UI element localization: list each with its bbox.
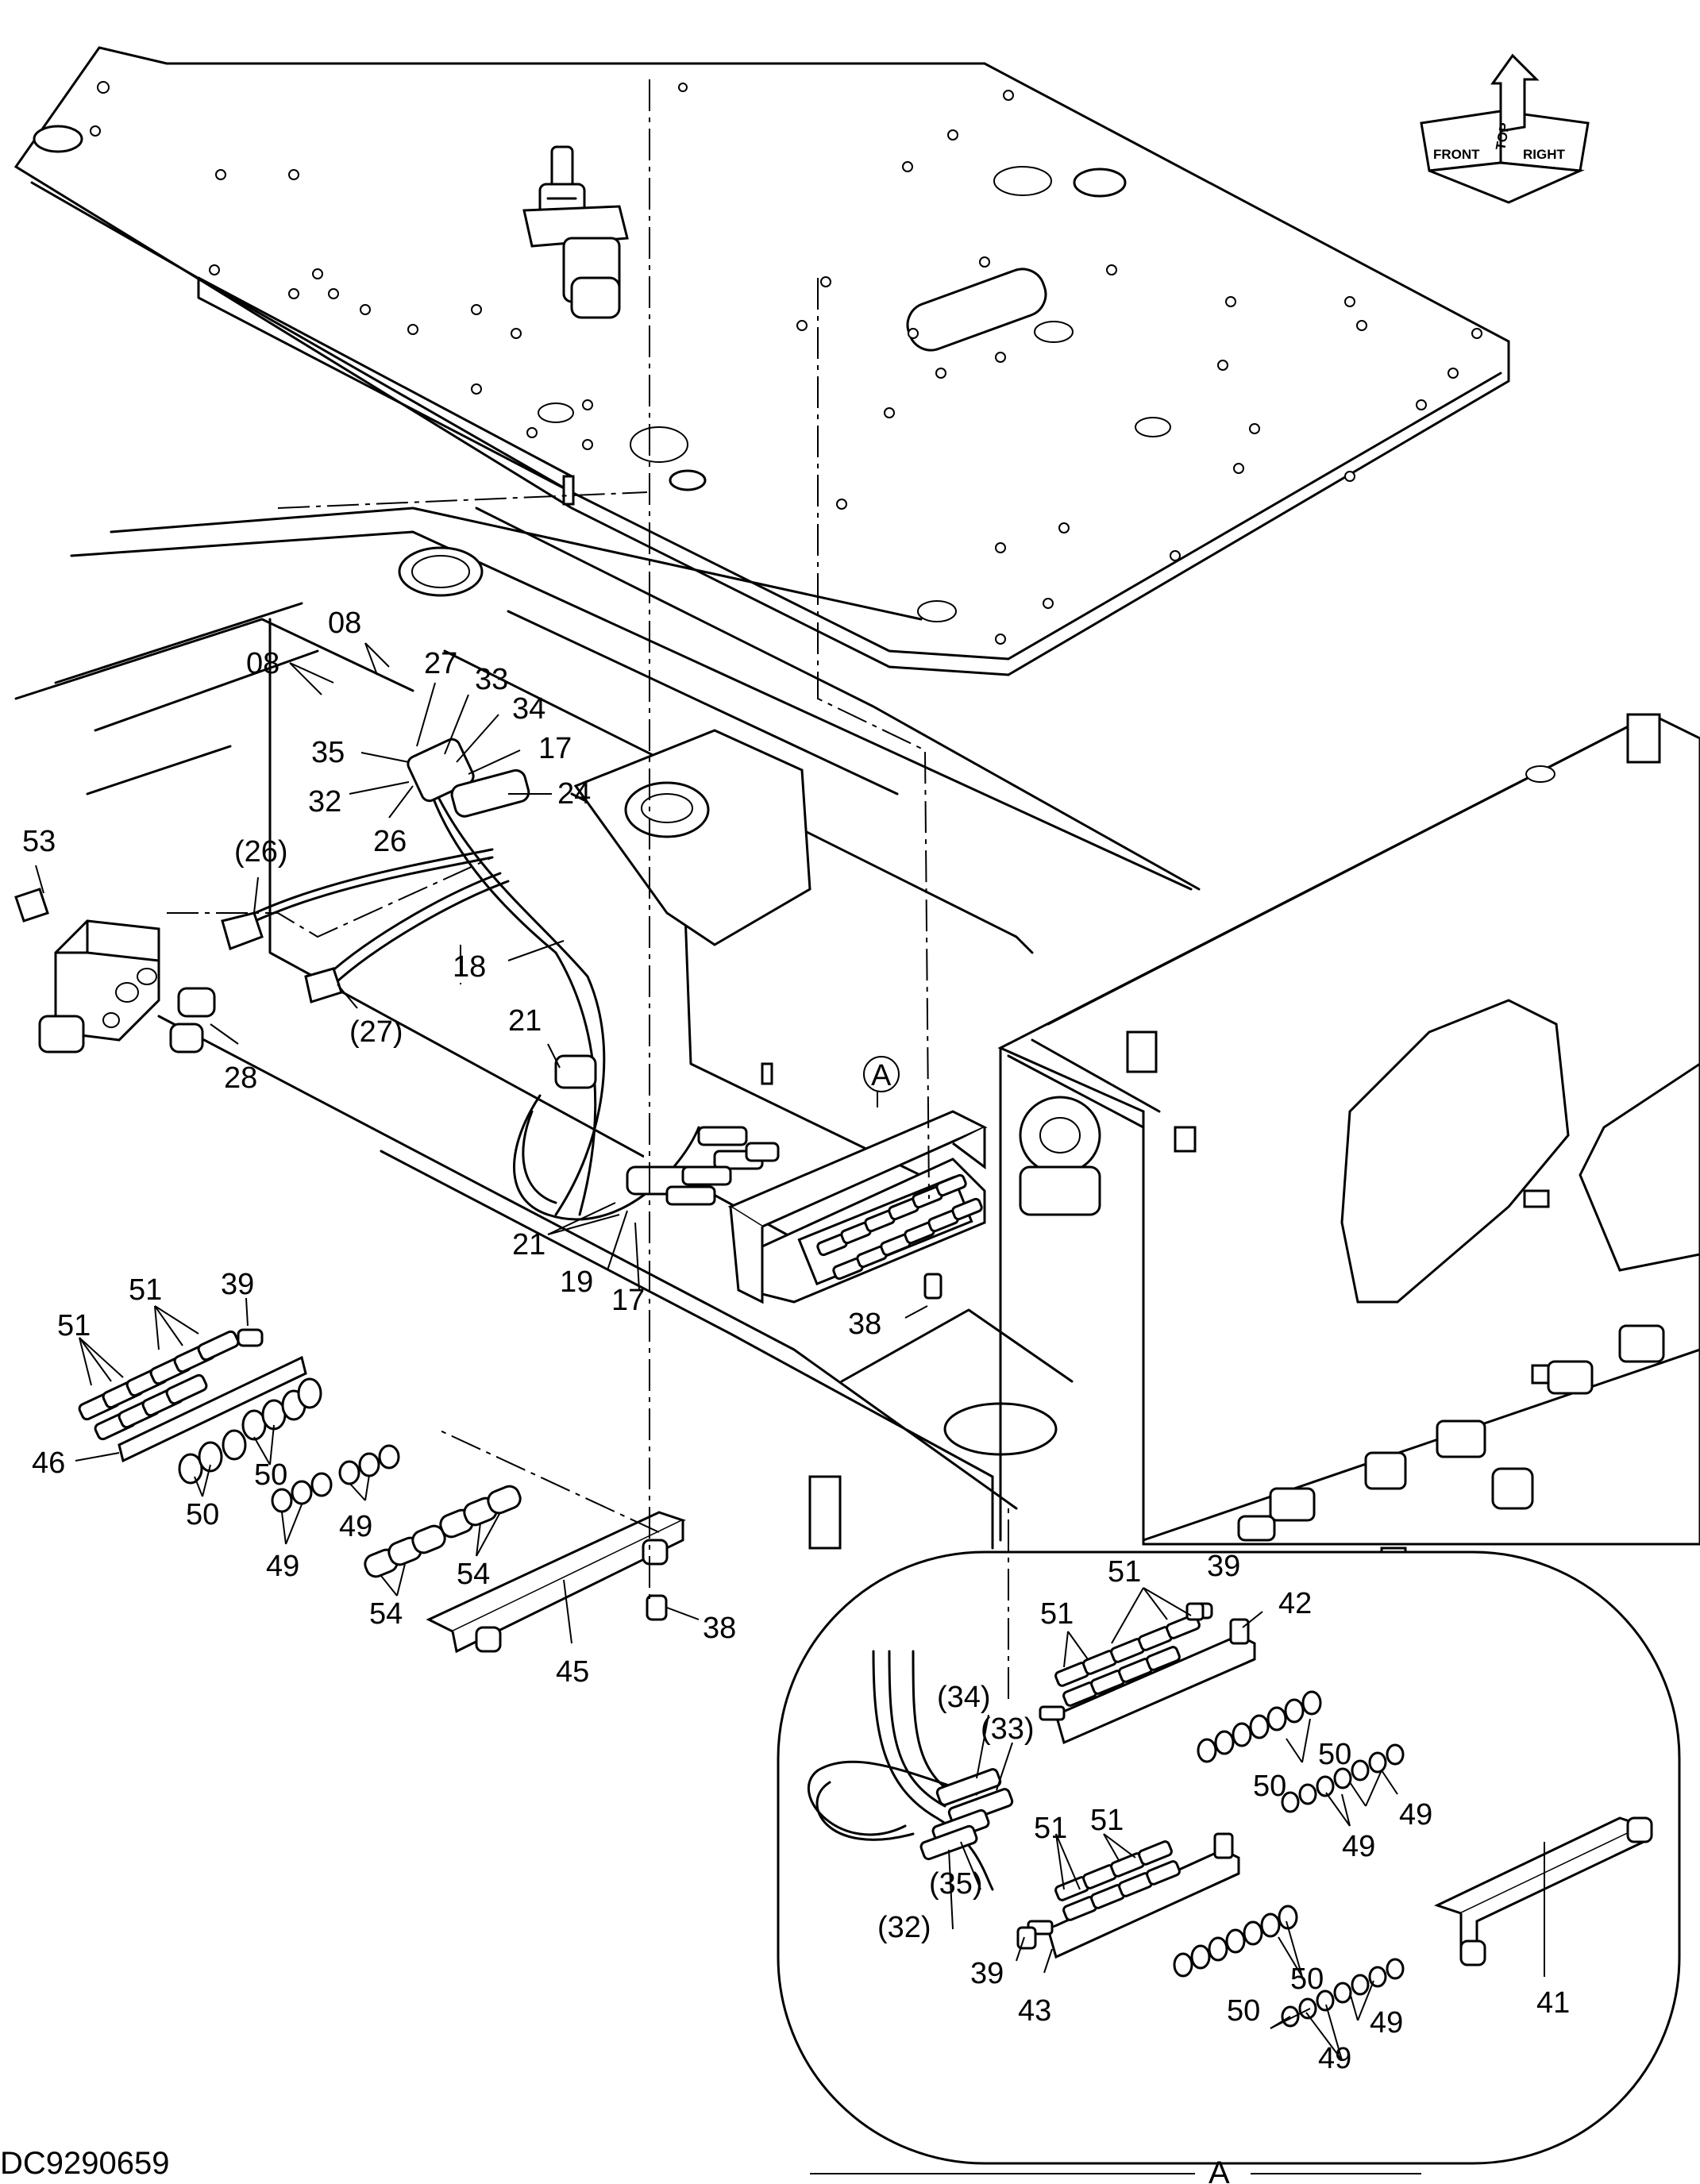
callout-54: 54 — [369, 1597, 403, 1631]
callout-08: 08 — [328, 607, 361, 640]
pilot-switch-assembly — [522, 145, 629, 319]
callout-42: 42 — [1278, 1587, 1312, 1620]
badge-right-label: RIGHT — [1523, 147, 1566, 162]
callout-49: 49 — [266, 1550, 299, 1583]
callout-26: 26 — [373, 825, 407, 858]
callout-39: 39 — [1207, 1550, 1240, 1583]
plugs-54 — [364, 1485, 522, 1578]
detail-hose-loop — [807, 1650, 1014, 1891]
seals-50 — [178, 1377, 322, 1485]
callout-50: 50 — [1290, 1963, 1324, 1996]
detail-fittings-lower — [1054, 1840, 1181, 1921]
callout-49: 49 — [1370, 2006, 1403, 2040]
callout-28: 28 — [224, 1061, 257, 1095]
callout-49: 49 — [339, 1510, 372, 1543]
console-box — [997, 713, 1700, 1567]
detail-a-caption-letter: A — [1209, 2155, 1230, 2184]
callout-54: 54 — [457, 1558, 490, 1591]
hose-bundle — [221, 738, 780, 1221]
orientation-badge: FRONT TOP RIGHT — [1420, 53, 1590, 204]
detail-nuts-lower — [1281, 1958, 1405, 2028]
callout-41: 41 — [1536, 1986, 1570, 2020]
bracket-assembly-A — [727, 1110, 988, 1304]
callout-21: 21 — [508, 1004, 542, 1038]
callout-39: 39 — [221, 1268, 254, 1301]
callout-43: 43 — [1018, 1994, 1051, 2028]
detail-bracket-42 — [1039, 1618, 1256, 1745]
callout-26-ref: (26) — [234, 835, 288, 869]
leader-lines — [35, 642, 1545, 2061]
callout-35-ref: (35) — [929, 1867, 983, 1901]
plate-mounting-holes — [90, 81, 1482, 645]
detail-seals-upper — [1197, 1690, 1322, 1763]
callout-17: 17 — [611, 1284, 645, 1317]
callout-53: 53 — [22, 825, 56, 858]
drawing-code: DC9290659 — [0, 2146, 170, 2181]
callout-51: 51 — [1090, 1804, 1124, 1837]
callout-18: 18 — [453, 950, 486, 984]
callout-17: 17 — [538, 732, 572, 765]
callout-49: 49 — [1399, 1798, 1432, 1832]
detail-nuts-upper — [1281, 1743, 1405, 1813]
callout-27: 27 — [424, 647, 457, 680]
nuts-49 — [271, 1444, 400, 1513]
detail-cover-41 — [1434, 1816, 1653, 1966]
callout-50: 50 — [1253, 1770, 1286, 1803]
badge-front-label: FRONT — [1433, 147, 1480, 162]
detail-bracket-43 — [1027, 1832, 1240, 1959]
detail-a-caption: A — [810, 2155, 1421, 2184]
callout-51: 51 — [57, 1309, 91, 1342]
callout-35: 35 — [311, 736, 345, 769]
main-frame — [14, 507, 1410, 1550]
detail-fittings-upper — [1054, 1602, 1213, 1707]
callout-51: 51 — [1034, 1812, 1067, 1845]
detail-a-marker: A — [871, 1059, 892, 1092]
exploded-plate-46 — [78, 1328, 686, 1654]
callout-38: 38 — [848, 1308, 881, 1341]
callout-50: 50 — [1318, 1738, 1351, 1771]
fittings-51 — [78, 1328, 264, 1441]
callout-24: 24 — [557, 777, 591, 811]
callout-50: 50 — [1227, 1994, 1260, 2028]
floor-plate — [13, 46, 1510, 676]
callout-51: 51 — [1108, 1555, 1141, 1589]
callout-33: 33 — [475, 663, 508, 696]
callout-50: 50 — [186, 1498, 219, 1531]
callout-46: 46 — [32, 1446, 65, 1480]
callout-34-ref: (34) — [937, 1681, 991, 1714]
detail-seals-lower — [1173, 1905, 1298, 1978]
part-callouts: 08 08 27 33 34 35 17 32 26 24 53 (26) 18… — [22, 607, 1570, 2075]
callout-19: 19 — [560, 1265, 593, 1299]
callout-39: 39 — [970, 1957, 1004, 1990]
fitting-row — [816, 1173, 983, 1281]
callout-45: 45 — [556, 1655, 589, 1689]
hydraulic-block — [1142, 1324, 1700, 1546]
callout-34: 34 — [512, 692, 545, 726]
callout-38: 38 — [703, 1612, 736, 1645]
callout-32: 32 — [308, 785, 341, 819]
callout-50: 50 — [254, 1458, 287, 1492]
callout-21: 21 — [512, 1228, 545, 1261]
callout-49: 49 — [1318, 2042, 1351, 2075]
manifold-block — [14, 888, 216, 1053]
hose-end-fittings — [665, 1126, 780, 1206]
callout-51: 51 — [129, 1273, 162, 1307]
callout-49: 49 — [1342, 1830, 1375, 1863]
cover-plate-45 — [426, 1511, 686, 1654]
callout-51: 51 — [1040, 1597, 1074, 1631]
detail-view-A — [777, 1550, 1681, 2165]
callout-33-ref: (33) — [981, 1712, 1035, 1746]
callout-27-ref: (27) — [349, 1015, 403, 1049]
callout-32-ref: (32) — [877, 1911, 931, 1944]
callout-08: 08 — [246, 647, 279, 680]
